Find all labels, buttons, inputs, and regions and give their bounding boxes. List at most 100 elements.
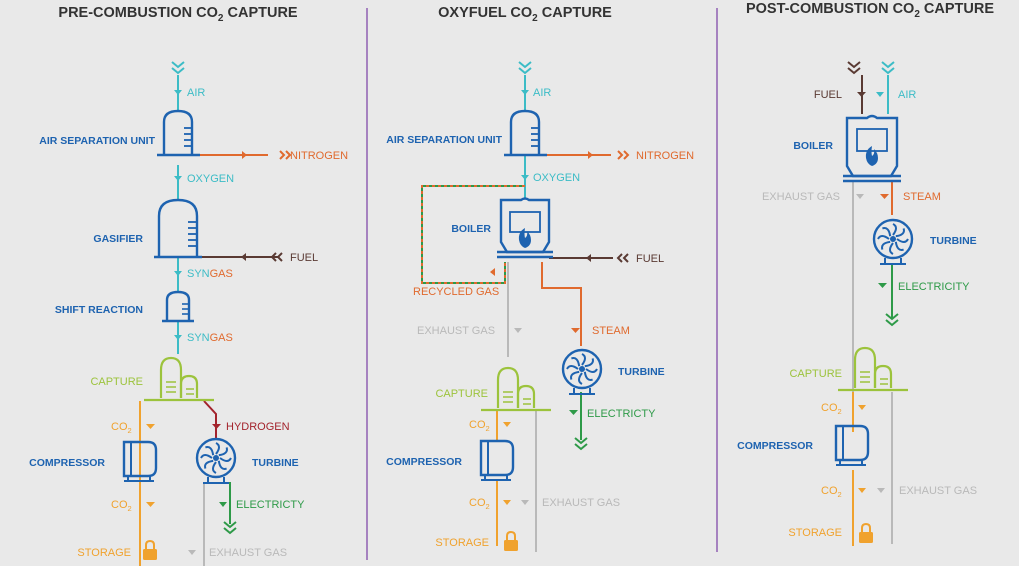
turbine-icon (195, 437, 237, 485)
co2-label-1: CO2 (821, 402, 842, 416)
turbine-label: TURBINE (252, 457, 299, 469)
exhaust-label-1: EXHAUST GAS (417, 325, 495, 337)
boiler-icon (495, 197, 555, 259)
air-inlet-icon (518, 61, 532, 75)
recycled-arrow-icon (490, 268, 495, 276)
air-separation-unit-icon (157, 109, 200, 157)
syngas-label-1: SYNGAS (187, 268, 233, 280)
fuel-inlet-icon (616, 253, 629, 263)
co2-label-1: CO2 (469, 419, 490, 433)
oxygen-arrow-icon (521, 175, 529, 180)
turbine-label: TURBINE (618, 366, 665, 378)
electricity-label: ELECTRICITY (898, 281, 970, 293)
pre-title: PRE-COMBUSTION CO2 CAPTURE (58, 5, 298, 24)
exhaust-arrow-icon-1 (514, 328, 522, 333)
panel-oxyfuel: OXYFUEL CO2 CAPTURE (386, 5, 694, 552)
storage-lock-icon (858, 523, 874, 544)
steam-label: STEAM (903, 191, 941, 203)
capture-label: CAPTURE (90, 376, 143, 388)
electricity-label: ELECTRICTY (236, 499, 305, 511)
electricity-outlet-icon (574, 437, 588, 451)
turbine-icon (561, 348, 603, 396)
panel-post-combustion: POST-COMBUSTION CO2 CAPTURE FUE (737, 1, 994, 546)
oxygen-label: OXYGEN (187, 173, 234, 185)
electricity-arrow-icon (878, 283, 887, 288)
co2-arrow-icon-2 (858, 488, 866, 493)
nitrogen-label: NITROGEN (290, 150, 348, 162)
electricity-outlet-icon (223, 521, 237, 535)
gasifier-icon (154, 198, 202, 259)
air-separation-unit-icon (504, 109, 547, 157)
compressor-label: COMPRESSOR (386, 456, 462, 468)
air-arrow-icon (521, 90, 529, 95)
steam-arrow-icon (571, 328, 580, 333)
nitrogen-arrow-icon (588, 151, 593, 159)
fuel-arrow-icon (586, 254, 591, 262)
fuel-label: FUEL (814, 89, 842, 101)
shift-reaction-icon (162, 290, 194, 323)
post-title: POST-COMBUSTION CO2 CAPTURE (746, 1, 994, 20)
air-inlet-icon (881, 61, 895, 75)
storage-label: STORAGE (435, 537, 489, 549)
electricity-label: ELECTRICTY (587, 408, 656, 420)
fuel-arrow-icon (857, 92, 866, 97)
fuel-label: FUEL (290, 252, 318, 264)
storage-lock-icon (503, 531, 519, 552)
exhaust-arrow-icon-1 (856, 194, 864, 199)
fuel-arrow-icon (241, 253, 246, 261)
fuel-inlet-icon (270, 252, 283, 262)
fuel-label: FUEL (636, 253, 664, 265)
nitrogen-outlet-icon (279, 150, 292, 160)
air-label: AIR (533, 87, 551, 99)
hydrogen-label: HYDROGEN (226, 421, 290, 433)
co2-label-1: CO2 (111, 421, 132, 435)
syngas-label-2: SYNGAS (187, 332, 233, 344)
panel-pre-combustion: PRE-COMBUSTION CO2 CAPTURE (29, 5, 348, 566)
syngas-arrow-icon-2 (174, 335, 182, 340)
air-arrow-icon (174, 90, 182, 95)
hydrogen-line (203, 400, 217, 438)
boiler-icon (843, 114, 901, 183)
recycled-gas-label: RECYCLED GAS (413, 286, 499, 298)
air-label: AIR (187, 87, 205, 99)
co2-label-2: CO2 (469, 497, 490, 511)
turbine-icon (872, 218, 914, 266)
storage-lock-icon (142, 540, 158, 561)
hydrogen-arrow-icon (212, 424, 221, 429)
steam-label: STEAM (592, 325, 630, 337)
boiler-label: BOILER (451, 223, 491, 235)
compressor-icon (479, 439, 515, 482)
oxygen-label: OXYGEN (533, 172, 580, 184)
exhaust-label-1: EXHAUST GAS (762, 191, 840, 203)
boiler-label: BOILER (793, 140, 833, 152)
co2-label-2: CO2 (111, 499, 132, 513)
capture-label: CAPTURE (789, 368, 842, 380)
exhaust-arrow-icon-2 (877, 488, 885, 493)
exhaust-label: EXHAUST GAS (209, 547, 287, 559)
nitrogen-label: NITROGEN (636, 150, 694, 162)
electricity-arrow-icon (219, 502, 227, 507)
shift-reaction-label: SHIFT REACTION (55, 304, 143, 316)
exhaust-label-2: EXHAUST GAS (542, 497, 620, 509)
electricity-arrow-icon (569, 410, 578, 415)
syngas-arrow-icon-1 (174, 271, 182, 276)
steam-arrow-icon (880, 194, 889, 199)
oxy-title: OXYFUEL CO2 CAPTURE (438, 5, 612, 24)
oxygen-arrow-icon (174, 176, 182, 181)
air-arrow-icon (876, 92, 884, 97)
steam-line (541, 262, 582, 346)
compressor-label: COMPRESSOR (29, 457, 105, 469)
turbine-label: TURBINE (930, 235, 977, 247)
exhaust-arrow-icon (188, 550, 196, 555)
exhaust-label-2: EXHAUST GAS (899, 485, 977, 497)
air-label: AIR (898, 89, 916, 101)
asu-label: AIR SEPARATION UNIT (39, 135, 155, 147)
capture-icon (836, 346, 910, 392)
compressor-label: COMPRESSOR (737, 440, 813, 452)
co2-label-2: CO2 (821, 485, 842, 499)
co2-arrow-icon-1 (503, 422, 511, 427)
nitrogen-outlet-icon (617, 150, 630, 160)
recycled-gas-line-orange (421, 185, 525, 284)
